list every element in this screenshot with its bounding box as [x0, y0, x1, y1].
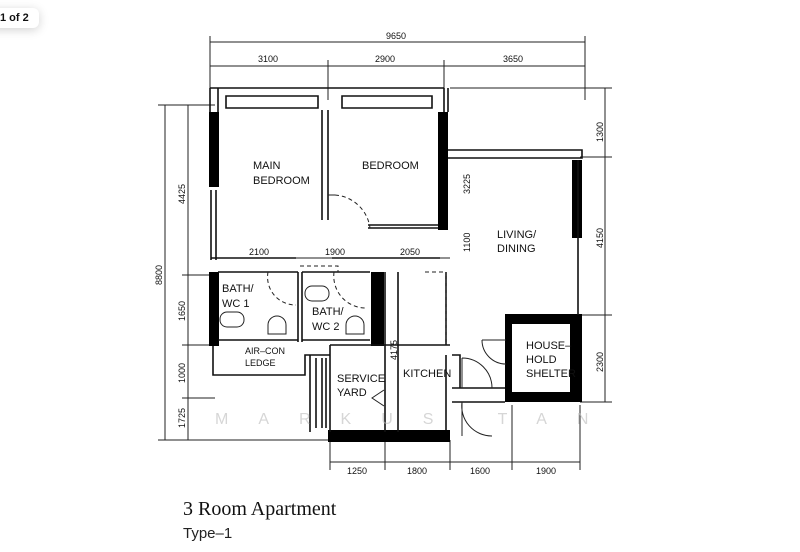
dim-left: 1000: [177, 363, 187, 383]
plan-title: 3 Room Apartment: [183, 498, 337, 520]
dim-right: 4150: [595, 228, 605, 248]
dim-left: 1725: [177, 408, 187, 428]
dim-top: 2900: [375, 54, 395, 64]
room-bath2-line2: WC 2: [312, 321, 340, 333]
dim-top-total: 9650: [386, 31, 406, 41]
dim-top: 3650: [503, 54, 523, 64]
fixtures: [219, 285, 365, 335]
dim-top: 3100: [258, 54, 278, 64]
toilet-icon: [304, 285, 330, 302]
dim-left: 1650: [177, 301, 187, 321]
dim-bottom: 1900: [536, 466, 556, 476]
room-labels: MAIN BEDROOM BEDROOM LIVING/ DINING BATH…: [222, 160, 576, 399]
room-aircon-line1: AIR–CON: [245, 346, 285, 356]
dim-kitchen: 4175: [389, 340, 399, 360]
plan-subtitle: Type–1: [183, 525, 233, 542]
room-bedroom: BEDROOM: [362, 160, 419, 172]
dim-inner-v1: 3225: [462, 174, 472, 194]
room-service-yard-line1: SERVICE: [337, 373, 385, 385]
basin-icon: [345, 315, 365, 335]
room-living-line2: DINING: [497, 243, 536, 255]
dimension-lines: [158, 36, 612, 470]
room-main-bedroom-line1: MAIN: [253, 160, 281, 172]
room-aircon-line2: LEDGE: [245, 358, 276, 368]
walls: [209, 87, 583, 442]
room-service-yard-line2: YARD: [337, 387, 367, 399]
dim-inner-v2: 1100: [462, 233, 472, 252]
dim-left: 4425: [177, 184, 187, 204]
dim-inner: 1900: [325, 247, 345, 257]
room-shelter-line3: SHELTER: [526, 368, 576, 380]
dim-right: 2300: [595, 352, 605, 372]
room-bath1-line2: WC 1: [222, 298, 250, 310]
watermark: MARKUS TAN: [215, 411, 618, 428]
room-bath1-line1: BATH/: [222, 283, 255, 295]
dim-left-total: 8800: [154, 265, 164, 285]
doors: [267, 194, 507, 437]
page-indicator: 1 of 2: [0, 8, 39, 28]
dim-inner: 2050: [400, 247, 420, 257]
dim-inner: 2100: [249, 247, 269, 257]
dim-right: 1300: [595, 122, 605, 142]
dimension-labels: 9650 3100 2900 3650 1300 4150 2300 8800 …: [154, 31, 605, 476]
basin-icon: [267, 315, 287, 335]
dim-bottom: 1600: [470, 466, 490, 476]
room-main-bedroom-line2: BEDROOM: [253, 175, 310, 187]
dim-bottom: 1250: [347, 466, 367, 476]
room-bath2-line1: BATH/: [312, 306, 345, 318]
room-living-line1: LIVING/: [497, 229, 537, 241]
room-shelter-line2: HOLD: [526, 354, 557, 366]
dim-bottom: 1800: [407, 466, 427, 476]
toilet-icon: [219, 311, 245, 328]
room-shelter-line1: HOUSE–: [526, 340, 572, 352]
room-kitchen: KITCHEN: [403, 368, 451, 380]
